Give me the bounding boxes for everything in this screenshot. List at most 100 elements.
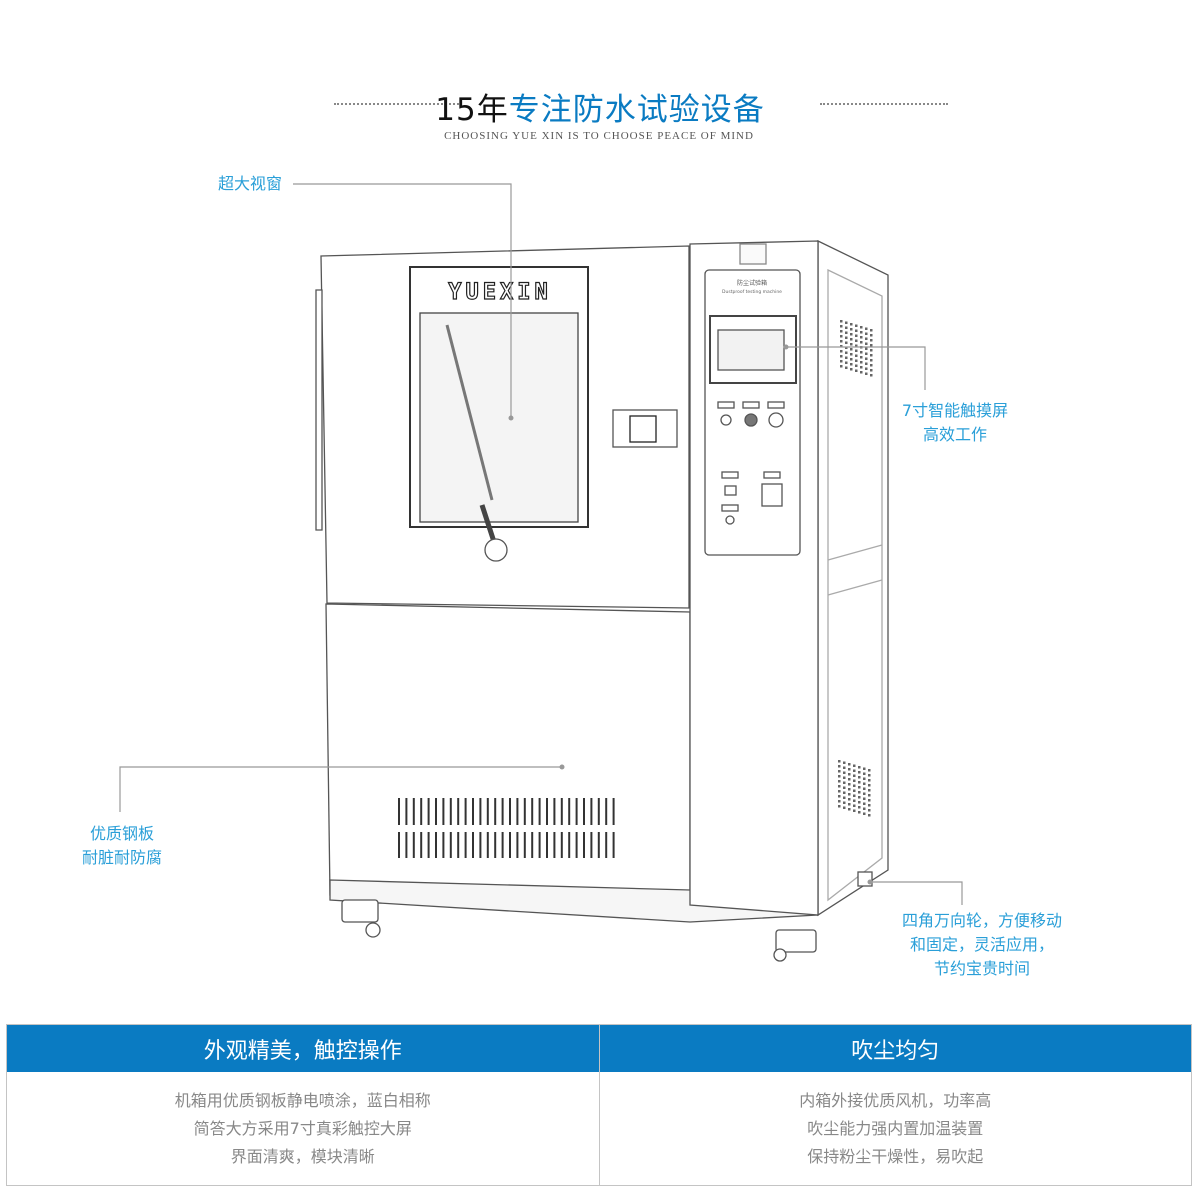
vent-hole <box>838 800 841 803</box>
vent-hole <box>868 799 871 802</box>
vent-hole <box>858 786 861 789</box>
vent-hole <box>868 814 871 817</box>
vent-hole <box>850 353 853 356</box>
feature-line: 机箱用优质钢板静电喷涂，蓝白相称 <box>174 1090 431 1110</box>
vent-hole <box>853 799 856 802</box>
vent-hole <box>870 374 873 377</box>
vent-hole <box>840 350 843 353</box>
vent-hole <box>860 356 863 359</box>
vent-hole <box>845 346 848 349</box>
vent-hole <box>838 775 841 778</box>
vent-hole <box>838 765 841 768</box>
callout-wheels-line: 四角万向轮，方便移动 <box>901 911 1062 930</box>
callout-steel: 优质钢板 耐脏耐防腐 <box>62 822 182 870</box>
panel-title-en: Dustproof testing machine <box>722 289 782 295</box>
vent-hole <box>858 766 861 769</box>
vent-hole <box>838 760 841 763</box>
feature-table: 外观精美，触控操作 机箱用优质钢板静电喷涂，蓝白相称 简答大方采用7寸真彩触控大… <box>6 1024 1192 1186</box>
vent-hole <box>845 336 848 339</box>
wheel-front-right <box>775 929 817 953</box>
callout-steel-line: 优质钢板 <box>89 824 154 843</box>
vent-hole <box>855 364 858 367</box>
vent-hole <box>838 770 841 773</box>
vent-hole <box>848 783 851 786</box>
page-subtitle: CHOOSING YUE XIN IS TO CHOOSE PEACE OF M… <box>444 130 754 142</box>
vent-hole <box>865 332 868 335</box>
vent-hole <box>863 787 866 790</box>
vent-hole <box>850 333 853 336</box>
vent-hole <box>868 769 871 772</box>
vent-hole <box>858 796 861 799</box>
vent-hole <box>868 809 871 812</box>
callout-screen-line: 7寸智能触摸屏 <box>901 401 1009 420</box>
vent-hole <box>838 790 841 793</box>
vent-hole <box>843 801 846 804</box>
vent-hole <box>853 809 856 812</box>
vent-hole <box>865 372 868 375</box>
vent-hole <box>855 339 858 342</box>
vent-hole <box>853 784 856 787</box>
callout-window: 超大视窗 <box>217 174 282 193</box>
vent-hole <box>848 768 851 771</box>
vent-hole <box>845 351 848 354</box>
vent-hole <box>858 811 861 814</box>
vent-hole <box>863 802 866 805</box>
vent-hole <box>858 806 861 809</box>
vent-hole <box>850 328 853 331</box>
vent-hole <box>850 338 853 341</box>
vent-hole <box>860 331 863 334</box>
vent-hole <box>860 361 863 364</box>
vent-hole <box>848 793 851 796</box>
vent-hole <box>865 362 868 365</box>
vent-hole <box>840 355 843 358</box>
vent-hole <box>855 359 858 362</box>
vent-hole <box>848 773 851 776</box>
vent-hole <box>845 321 848 324</box>
vent-hole <box>860 326 863 329</box>
vent-hole <box>843 776 846 779</box>
vent-hole <box>860 366 863 369</box>
vent-hole <box>848 763 851 766</box>
vent-hole <box>870 329 873 332</box>
vent-hole <box>840 345 843 348</box>
vent-hole <box>855 344 858 347</box>
vent-hole <box>850 343 853 346</box>
vent-hole <box>860 351 863 354</box>
vent-hole <box>870 354 873 357</box>
vent-hole <box>863 777 866 780</box>
feature-line: 吹尘能力强内置加温装置 <box>807 1118 984 1138</box>
viewing-window-glass <box>419 312 579 523</box>
vent-hole <box>838 805 841 808</box>
vent-hole <box>858 776 861 779</box>
feature-appearance: 外观精美，触控操作 机箱用优质钢板静电喷涂，蓝白相称 简答大方采用7寸真彩触控大… <box>7 1025 599 1185</box>
vent-hole <box>865 337 868 340</box>
vent-hole <box>853 764 856 767</box>
vent-hole <box>853 774 856 777</box>
vent-hole <box>855 334 858 337</box>
title-prefix: 15年 <box>435 92 509 128</box>
vent-hole <box>838 785 841 788</box>
callout-screen: 7寸智能触摸屏 高效工作 <box>880 399 1030 447</box>
vent-hole <box>845 356 848 359</box>
callout-wheels-line: 和固定，灵活应用， <box>909 935 1054 954</box>
vent-hole <box>845 326 848 329</box>
vent-hole <box>858 781 861 784</box>
panel-title-cn: 防尘试验箱 <box>737 279 767 287</box>
vent-hole <box>848 788 851 791</box>
vent-hole <box>870 369 873 372</box>
vent-hole <box>840 365 843 368</box>
vent-hole <box>840 320 843 323</box>
vent-hole <box>853 794 856 797</box>
vent-hole <box>870 359 873 362</box>
vent-hole <box>848 803 851 806</box>
feature-line: 内箱外接优质风机，功率高 <box>799 1090 992 1110</box>
vent-hole <box>845 366 848 369</box>
vent-hole <box>870 334 873 337</box>
vent-hole <box>870 349 873 352</box>
vent-hole <box>870 339 873 342</box>
vent-hole <box>853 779 856 782</box>
title-main: 专注防水试验设备 <box>508 92 765 128</box>
vent-hole <box>850 348 853 351</box>
vent-hole <box>850 358 853 361</box>
vent-hole <box>858 791 861 794</box>
